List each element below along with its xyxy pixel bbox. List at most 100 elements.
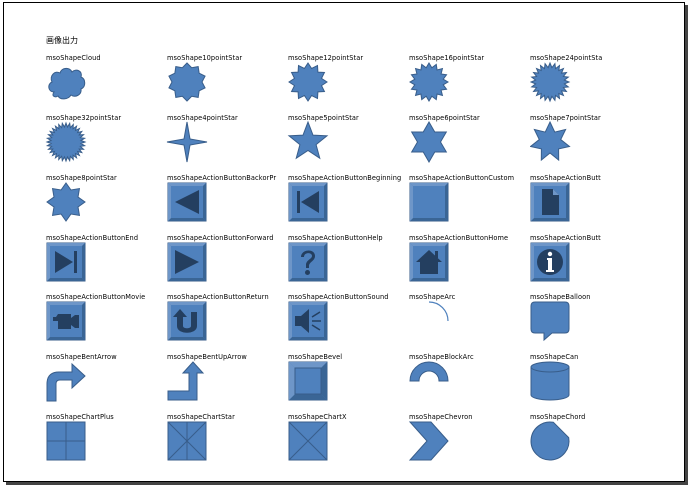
shape-label: msoShape7pointStar [530, 114, 601, 122]
shape-label: msoShape5pointStar [288, 114, 359, 122]
shape-cell: msoShapeChartX [288, 413, 409, 471]
shape-cell: msoShapeActionButtonMovie [46, 293, 167, 351]
shape-cell: msoShapeBentArrow [46, 353, 167, 411]
chart-star-icon [167, 421, 207, 461]
action-end-icon [46, 242, 86, 282]
can-icon [530, 361, 570, 401]
star24-icon [530, 61, 571, 103]
block-arc-icon [409, 361, 449, 382]
shape-cell: msoShape8pointStar [46, 174, 167, 232]
chart-x-icon [288, 421, 328, 461]
shape-cell: msoShape12pointStar [288, 54, 409, 112]
shape-label: msoShape4pointStar [167, 114, 238, 122]
shape-label: msoShape8pointStar [46, 174, 117, 182]
shape-label: msoShapeCloud [46, 54, 101, 62]
shape-label: msoShape16pointStar [409, 54, 485, 62]
shape-cell: msoShape32pointStar [45, 114, 167, 172]
shape-label: msoShapeBlockArc [409, 353, 474, 361]
shape-cell: msoShapeChevron [408, 413, 530, 471]
shape-label: msoShapeActionButtonReturn [167, 293, 269, 301]
shape-label: msoShapeChartPlus [46, 413, 114, 421]
shape-label: msoShapeActionButtonMovie [46, 293, 146, 301]
chord-icon [530, 421, 570, 461]
shape-cell: msoShapeActionButt [530, 234, 680, 292]
shape-label: msoShapeActionButt [530, 174, 601, 182]
shape-label: msoShapeActionButtonForward [167, 234, 274, 242]
action-movie-icon [46, 301, 86, 341]
shape-cell: msoShapeChartPlus [46, 413, 167, 471]
shape-cell: msoShapeBlockArc [409, 353, 530, 411]
action-beginning-icon [288, 182, 328, 222]
shape-cell: msoShapeBalloon [530, 293, 680, 351]
cloud-icon [48, 67, 86, 100]
shape-label: msoShapeBentArrow [46, 353, 117, 361]
shape-cell: msoShape4pointStar [166, 114, 288, 172]
shape-cell: msoShapeActionButtonHome [409, 234, 530, 292]
shape-cell: msoShapeActionButtonReturn [167, 293, 288, 351]
shape-cell: msoShape24pointSta [530, 54, 680, 112]
shape-cell: msoShapeActionButt [530, 174, 680, 232]
shape-cell: msoShapeChord [530, 413, 680, 471]
shape-cell: msoShapeActionButtonSound [288, 293, 409, 351]
action-forward-icon [167, 242, 207, 282]
shape-label: msoShapeBalloon [530, 293, 591, 301]
shape-label: msoShapeBevel [288, 353, 343, 361]
shape-cell: msoShapeArc [409, 293, 530, 351]
action-information-icon [530, 242, 570, 282]
shape-cell: msoShapeActionButtonBeginning [288, 174, 409, 232]
shape-cell: msoShape6pointStar [409, 114, 530, 172]
action-custom-icon [409, 182, 449, 222]
shape-label: msoShapeCan [530, 353, 579, 361]
action-help-icon [288, 242, 328, 282]
star7-icon [530, 120, 571, 162]
star8-icon [46, 182, 86, 222]
shape-cell: msoShapeActionButtonCustom [409, 174, 530, 232]
action-sound-icon [288, 301, 328, 341]
shape-label: msoShape24pointSta [530, 54, 603, 62]
shape-cell: msoShapeCan [530, 353, 680, 411]
shape-label: msoShapeChord [530, 413, 586, 421]
shape-label: msoShapeActionButt [530, 234, 601, 242]
action-document-icon [530, 182, 570, 222]
shape-cell: msoShapeChartStar [167, 413, 288, 471]
shape-cell: msoShape5pointStar [287, 114, 409, 172]
shape-label: msoShapeChevron [409, 413, 473, 421]
bevel-icon [288, 361, 328, 401]
shape-label: msoShapeArc [409, 293, 456, 301]
action-return-icon [167, 301, 207, 341]
shape-label: msoShapeActionButtonHelp [288, 234, 383, 242]
shape-label: msoShapeChartX [288, 413, 347, 421]
star10-icon [168, 62, 206, 102]
star5-icon [287, 120, 329, 160]
star6-icon [410, 120, 448, 164]
star4-icon [166, 121, 208, 163]
star12-icon [288, 62, 328, 102]
bent-up-arrow-icon [167, 361, 205, 401]
shape-label: msoShape6pointStar [409, 114, 480, 122]
shape-label: msoShapeActionButtonBackorPr [167, 174, 277, 182]
shape-cell: msoShapeActionButtonEnd [46, 234, 167, 292]
shape-label: msoShapeActionButtonEnd [46, 234, 139, 242]
shape-label: msoShapeActionButtonCustom [409, 174, 515, 182]
shape-cell: msoShape16pointStar [409, 54, 530, 112]
shape-cell: msoShape7pointStar [530, 114, 680, 172]
shape-label: msoShape32pointStar [46, 114, 122, 122]
shape-cell: msoShapeActionButtonForward [167, 234, 288, 292]
shape-cell: msoShapeActionButtonBackorPr [167, 174, 288, 232]
page-heading: 画像出力 [46, 36, 78, 45]
action-home-icon [409, 242, 449, 282]
shape-label: msoShapeChartStar [167, 413, 235, 421]
shape-label: msoShapeBentUpArrow [167, 353, 247, 361]
chevron-icon [408, 421, 449, 461]
star16-icon [409, 62, 449, 102]
arc-icon [428, 301, 449, 322]
action-back-icon [167, 182, 207, 222]
shape-label: msoShapeActionButtonHome [409, 234, 509, 242]
shape-cell: msoShape10pointStar [167, 54, 288, 112]
star32-icon [45, 121, 87, 163]
chart-plus-icon [46, 421, 86, 461]
shape-cell: msoShapeCloud [46, 54, 167, 112]
balloon-icon [530, 301, 570, 342]
shape-label: msoShape12pointStar [288, 54, 364, 62]
